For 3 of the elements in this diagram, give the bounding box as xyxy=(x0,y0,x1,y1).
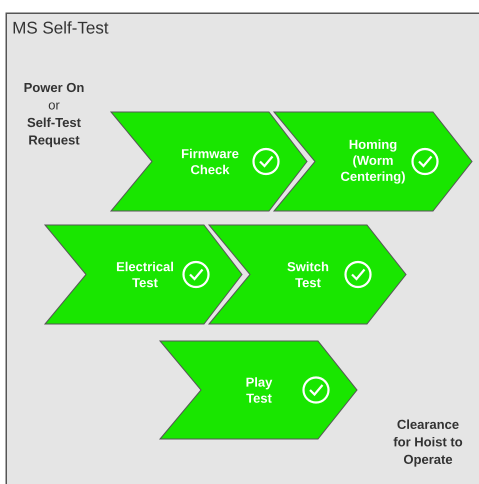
node-label: Homing (Worm Centering) xyxy=(341,139,405,184)
label-text: Power On or Self-Test Request xyxy=(24,82,84,148)
label-text: Clearance for Hoist to Operate xyxy=(394,419,462,467)
